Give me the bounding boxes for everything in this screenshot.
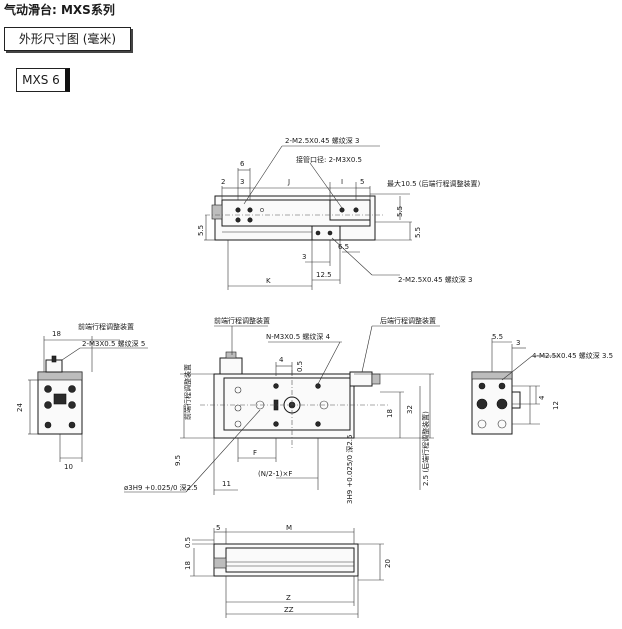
- thread-top-label: 2-M2.5X0.45 螺纹深 3: [285, 136, 359, 145]
- dim-6-5: 6.5: [338, 243, 349, 251]
- port-label: 接管口径: 2-M3X0.5: [296, 155, 362, 164]
- left-view-screw: [51, 355, 57, 363]
- port-hole-icon: [353, 207, 359, 213]
- top-view: 2-M2.5X0.45 螺纹深 3 接管口径: 2-M3X0.5 最大10.5 …: [197, 136, 481, 290]
- bore-icon: [476, 398, 488, 410]
- thread-hole-icon: [247, 207, 253, 213]
- dim-J: J: [287, 178, 290, 186]
- dim-3: 3: [240, 178, 244, 186]
- thread-n-label: N-M3X0.5 螺纹深 4: [266, 332, 331, 341]
- model-label: MXS 6: [16, 68, 70, 92]
- dim-0-5: 0.5: [296, 361, 304, 372]
- dim-32: 32: [406, 405, 414, 414]
- bottom-view: 0.5 5 M 18 20 Z ZZ: [184, 524, 392, 618]
- top-view-lower-block: [311, 225, 341, 241]
- dim-9-5: 9.5: [174, 455, 182, 466]
- thread-hole-icon: [327, 230, 333, 236]
- bottom-view-table: [225, 547, 355, 573]
- dim-10: 10: [64, 463, 73, 471]
- thread-label: 4-M2.5X0.45 螺纹深 3.5: [532, 351, 613, 360]
- dim-2: 2: [221, 178, 225, 186]
- dim-5: 5: [360, 178, 364, 186]
- dim-4: 4: [279, 356, 284, 364]
- dim-5-5: 5.5: [414, 227, 422, 238]
- dim-24: 24: [16, 403, 24, 412]
- dim-0-5: 0.5: [184, 537, 192, 548]
- dim-11: 11: [222, 480, 231, 488]
- bottom-view-end: [213, 557, 227, 569]
- max-stroke-note: 最大10.5 (后端行程调整装置): [387, 179, 481, 188]
- dim-I: I: [341, 178, 343, 186]
- pin-hole-vertical: 3H9 +0.025/0 深2.5: [345, 435, 354, 504]
- dim-18: 18: [184, 561, 192, 570]
- dim-ZZ: ZZ: [284, 606, 294, 614]
- left-view-top-rail: [37, 371, 83, 381]
- dim-12: 12: [552, 401, 560, 410]
- front-adjuster-vertical: 前端行程调整装置: [183, 364, 192, 420]
- left-view: 前端行程调整装置 2-M3X0.5 螺纹深 5 18 24 10: [16, 322, 148, 471]
- dim-M: M: [286, 524, 292, 532]
- dim-18: 18: [52, 330, 61, 338]
- front-adjuster-label: 前端行程调整装置: [78, 322, 134, 331]
- page-title: 气动滑台: MXS系列: [4, 3, 115, 17]
- pitch-formula: (N/2-1)×F: [258, 470, 292, 478]
- dim-3: 3: [516, 339, 520, 347]
- right-view: 5.5 3 4-M2.5X0.45 螺纹深 3.5 4 12: [471, 333, 613, 435]
- thread-bottom-label: 2-M2.5X0.45 螺纹深 3: [398, 275, 472, 284]
- dim-20: 20: [384, 559, 392, 568]
- dim-5-5: 5.5: [197, 225, 205, 236]
- dim-6: 6: [240, 160, 245, 168]
- front-adjuster-screw: [225, 351, 237, 359]
- top-view-end-stop: [211, 204, 223, 220]
- thread-hole-icon: [315, 230, 321, 236]
- dim-5-5: 5.5: [396, 206, 404, 217]
- thread-hole-icon: [235, 217, 241, 223]
- dim-3: 3: [302, 253, 306, 261]
- port-hole-icon: [339, 207, 345, 213]
- rear-adjuster-screw: [371, 373, 381, 385]
- dim-5: 5: [216, 524, 220, 532]
- front-adjuster-label: 前端行程调整装置: [214, 316, 270, 325]
- section-heading: 外形尺寸图 (毫米): [4, 27, 131, 51]
- top-view-block: [329, 199, 371, 221]
- dim-4: 4: [538, 395, 546, 400]
- rear-adjuster-note: 2.5 (后端行程调整装置): [421, 411, 430, 486]
- front-adjuster: [219, 357, 243, 375]
- dim-F: F: [253, 449, 257, 457]
- dim-K: K: [266, 277, 271, 285]
- pin-hole-label: ø3H9 +0.025/0 深2.5: [124, 483, 198, 492]
- dim-12-5: 12.5: [316, 271, 332, 279]
- bore-icon: [496, 398, 508, 410]
- thread-hole-icon: [247, 217, 253, 223]
- thread-label: 2-M3X0.5 螺纹深 5: [82, 339, 145, 348]
- thread-hole-icon: [235, 207, 241, 213]
- rear-adjuster-label: 后端行程调整装置: [380, 316, 436, 325]
- front-view: 前端行程调整装置 后端行程调整装置 N-M3X0.5 螺纹深 4 4 0.5 1…: [124, 316, 440, 504]
- dim-5-5: 5.5: [492, 333, 503, 341]
- dim-Z: Z: [286, 594, 291, 602]
- dim-18: 18: [386, 409, 394, 418]
- right-view-top-rail: [471, 371, 513, 380]
